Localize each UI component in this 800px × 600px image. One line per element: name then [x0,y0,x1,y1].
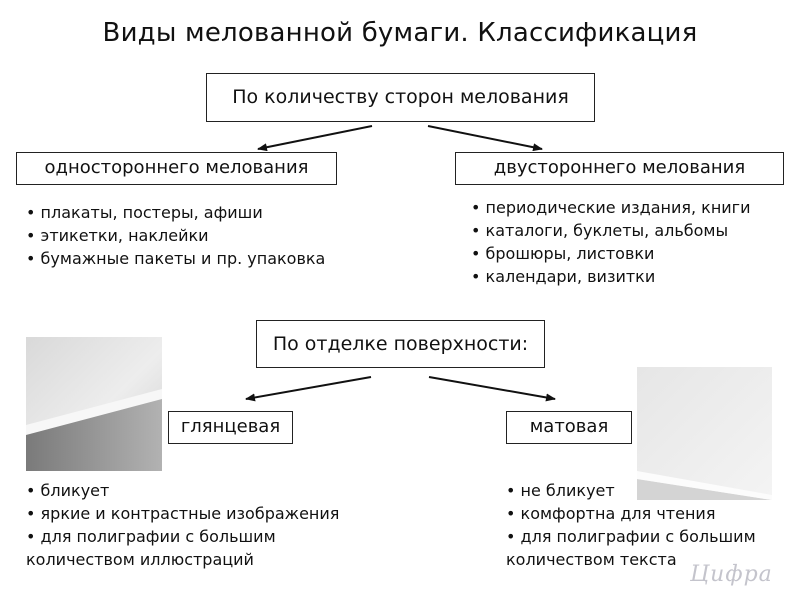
list-item: комфортна для чтения [506,502,756,525]
list-item: бликует [26,479,339,502]
arrow-to-two-sided [427,125,543,152]
arrow-to-one-sided [257,125,373,152]
arrow-to-matte [428,376,556,402]
list-item: плакаты, постеры, афиши [26,201,325,224]
glossy-list-continuation: количеством иллюстраций [26,550,254,569]
page-title: Виды мелованной бумаги. Классификация [102,18,698,48]
list-item: для полиграфии с большим [506,525,756,548]
one-sided-list: плакаты, постеры, афиши этикетки, наклей… [26,201,326,270]
matte-list: не бликует комфортна для чтения для поли… [506,479,756,548]
one-sided-box: одностороннего мелования [16,152,337,185]
list-item: для полиграфии с большим [26,525,339,548]
list-item: календари, визитки [471,265,750,288]
list-item: бумажные пакеты и пр. упаковка [26,247,326,270]
matte-box: матовая [506,411,632,444]
two-sided-list: периодические издания, книги каталоги, б… [471,196,751,288]
list-item: не бликует [506,479,756,502]
arrow-to-glossy [245,376,372,402]
sides-header-box: По количеству сторон мелования [206,73,595,122]
glossy-list: бликует яркие и контрастные изображения … [26,479,340,548]
two-sided-box: двустороннего мелования [455,152,784,185]
list-item: брошюры, листовки [471,242,750,265]
watermark: Цифра [690,562,773,587]
list-item: периодические издания, книги [471,196,751,219]
glossy-box: глянцевая [168,411,293,444]
finish-header-box: По отделке поверхности: [256,320,545,368]
list-item: каталоги, буклеты, альбомы [471,219,750,242]
list-item: яркие и контрастные изображения [26,502,340,525]
list-item: этикетки, наклейки [26,224,325,247]
glossy-paper-photo [26,337,162,471]
matte-list-continuation: количеством текста [506,550,677,569]
